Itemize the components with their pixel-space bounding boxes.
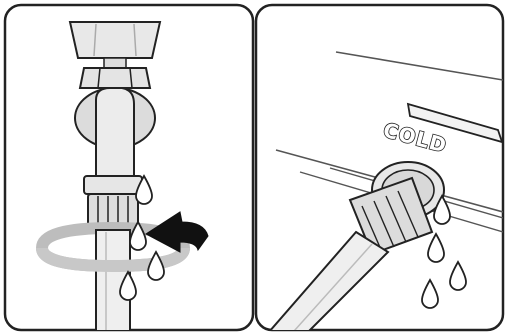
hose-coupling: [84, 176, 142, 194]
right-panel: COLD: [256, 5, 503, 333]
faucet-nut: [80, 68, 150, 88]
left-panel: [5, 5, 253, 333]
faucet-handle: [70, 22, 160, 58]
faucet-spout: [96, 88, 134, 180]
